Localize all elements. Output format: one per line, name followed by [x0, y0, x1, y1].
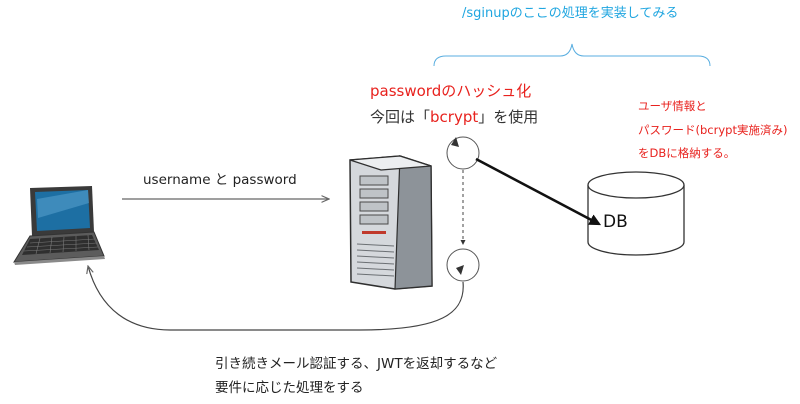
db-note-line-2: パスワード(bcrypt実施済み) — [638, 123, 788, 137]
process-circle-bottom — [446, 248, 480, 282]
database-icon — [587, 171, 685, 256]
store-arrow — [475, 157, 602, 226]
bottom-note-line-1: 引き続きメール認証する、JWTを返却するなど — [215, 356, 498, 372]
return-arrow — [88, 266, 464, 331]
db-note-line-1: ユーザ情報と — [638, 99, 707, 113]
bcrypt-prefix: 今回は「 — [370, 108, 431, 126]
bcrypt-note: 今回は「bcrypt」を使用 — [370, 108, 538, 126]
db-note-line-3: をDBに格納する。 — [638, 146, 736, 160]
server-icon — [349, 155, 433, 290]
hash-title: passwordのハッシュ化 — [370, 82, 532, 100]
process-circle-top — [446, 136, 480, 170]
header-label: /sginupのここの処理を実装してみる — [462, 6, 679, 21]
laptop-icon — [13, 186, 105, 265]
header-bracket — [433, 43, 711, 67]
bcrypt-suffix: 」を使用 — [478, 108, 539, 126]
request-label: username と password — [143, 172, 297, 188]
bottom-note-line-2: 要件に応じた処理をする — [215, 380, 364, 396]
bcrypt-name: bcrypt — [430, 108, 479, 126]
db-label: DB — [603, 212, 628, 232]
